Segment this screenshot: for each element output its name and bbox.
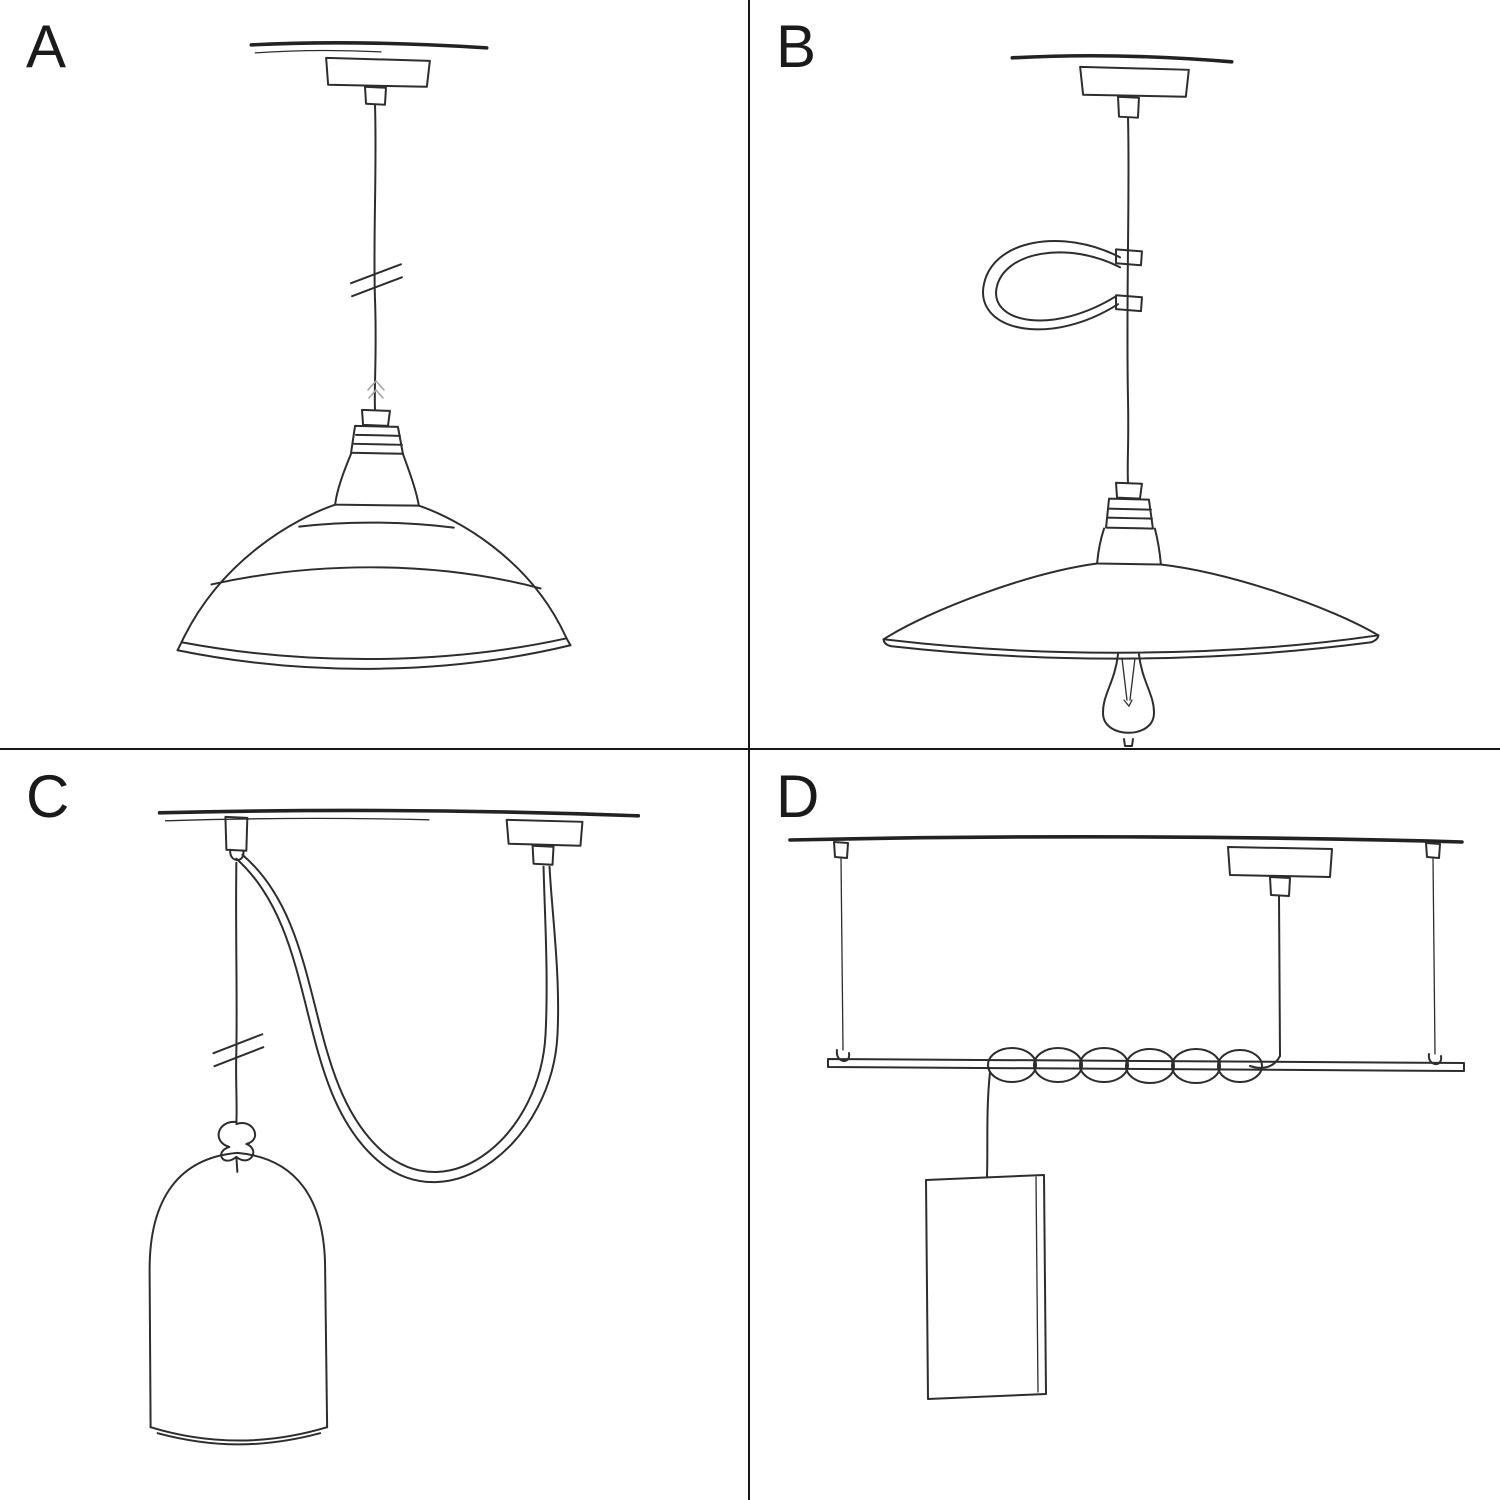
coiled-cable — [986, 1047, 1281, 1177]
tube-shade — [925, 1174, 1047, 1400]
panel-a: A — [0, 0, 750, 750]
lamp-holder — [1096, 481, 1162, 566]
suspended-bar-coiled-cable-tube-pendant-icon — [788, 835, 1465, 1400]
bell-shade — [148, 1151, 329, 1446]
suspension-bar — [827, 1058, 1465, 1072]
flat-plate-shade — [882, 562, 1380, 660]
ceiling-line — [1010, 53, 1234, 64]
ceiling-rose — [325, 56, 431, 106]
panel-c: C — [0, 750, 750, 1500]
drop-cable — [212, 861, 265, 1124]
industrial-shade-pendant-icon — [176, 40, 572, 670]
ceiling-rose — [1227, 846, 1333, 1057]
ceiling-line — [249, 40, 489, 54]
ceiling-hook — [224, 815, 249, 861]
panel-a-label: A — [26, 13, 68, 80]
flat-plate-shade-bulb-pendant-icon — [882, 53, 1380, 748]
pendant-cable — [1126, 116, 1130, 484]
panel-b-label: B — [776, 13, 818, 80]
swag-cable — [235, 853, 560, 1183]
cable-loop-clip — [982, 240, 1143, 331]
panel-d: D — [750, 750, 1500, 1500]
ceiling-rose — [505, 818, 584, 866]
wire-anchor-left — [833, 841, 851, 1062]
pendant-cable — [350, 103, 403, 411]
ceiling-line — [157, 808, 641, 822]
wire-anchor-right — [1425, 842, 1443, 1065]
ceiling-rose — [1079, 65, 1190, 119]
swag-hook-bell-shade-pendant-icon — [148, 808, 641, 1446]
lamp-holder — [334, 408, 420, 507]
panel-d-label: D — [776, 763, 821, 830]
cable-knot — [217, 1121, 257, 1173]
panel-b: B — [750, 0, 1500, 750]
panel-c-label: C — [26, 763, 71, 830]
ceiling-line — [788, 835, 1464, 844]
light-bulb-icon — [1102, 653, 1155, 748]
industrial-shade — [176, 503, 572, 670]
